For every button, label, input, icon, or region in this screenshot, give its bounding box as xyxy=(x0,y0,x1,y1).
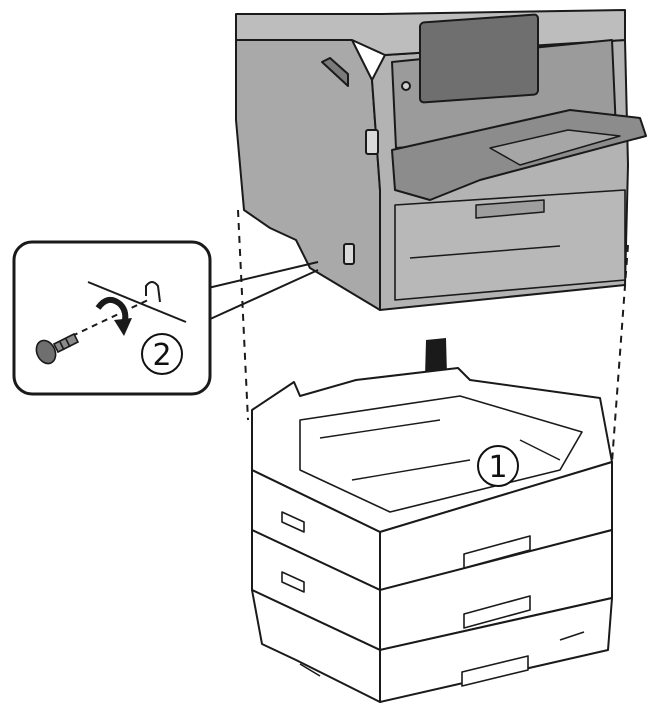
output-tray-extension xyxy=(489,129,621,166)
screw-hole-tab xyxy=(145,281,161,303)
screw-insertion-path xyxy=(71,299,149,337)
callout-box xyxy=(12,240,212,396)
cassette-window xyxy=(409,245,561,259)
rotate-arrow-icon xyxy=(95,296,129,325)
step-2-label: 2 xyxy=(152,338,171,373)
alignment-guides xyxy=(237,209,629,463)
base-handle xyxy=(461,655,529,687)
printer-body-left xyxy=(235,39,381,311)
base-feet xyxy=(299,631,585,677)
lower-cassette-side-handle xyxy=(281,571,305,593)
paper-cassette-unit xyxy=(251,367,613,703)
rotate-arrow-head xyxy=(114,318,132,336)
base-side xyxy=(251,589,381,703)
unit-inner-detail xyxy=(319,419,561,481)
upper-cassette-side-handle xyxy=(281,511,305,533)
screw-icon xyxy=(35,332,80,365)
guide-right xyxy=(611,244,629,463)
side-handle-slot xyxy=(321,57,349,87)
step-2-circle xyxy=(141,333,183,375)
power-button-icon xyxy=(401,81,411,91)
screw-callout: 2 xyxy=(12,240,319,396)
unit-inner-tray xyxy=(299,395,583,513)
printer xyxy=(235,9,647,311)
front-usb-port-icon xyxy=(365,129,379,155)
cassette-handle xyxy=(475,199,545,219)
upper-cassette-handle xyxy=(463,535,531,569)
side-latch-icon xyxy=(343,243,355,265)
guide-left xyxy=(237,209,249,421)
touch-screen xyxy=(419,13,539,104)
lower-cassette-handle xyxy=(463,595,531,629)
step-1-circle xyxy=(477,445,519,487)
base-front xyxy=(379,597,613,703)
bracket-edge xyxy=(87,281,187,323)
callout-pointer xyxy=(207,261,319,321)
step-1-label: 1 xyxy=(488,450,507,485)
paper-cassette xyxy=(394,189,626,301)
